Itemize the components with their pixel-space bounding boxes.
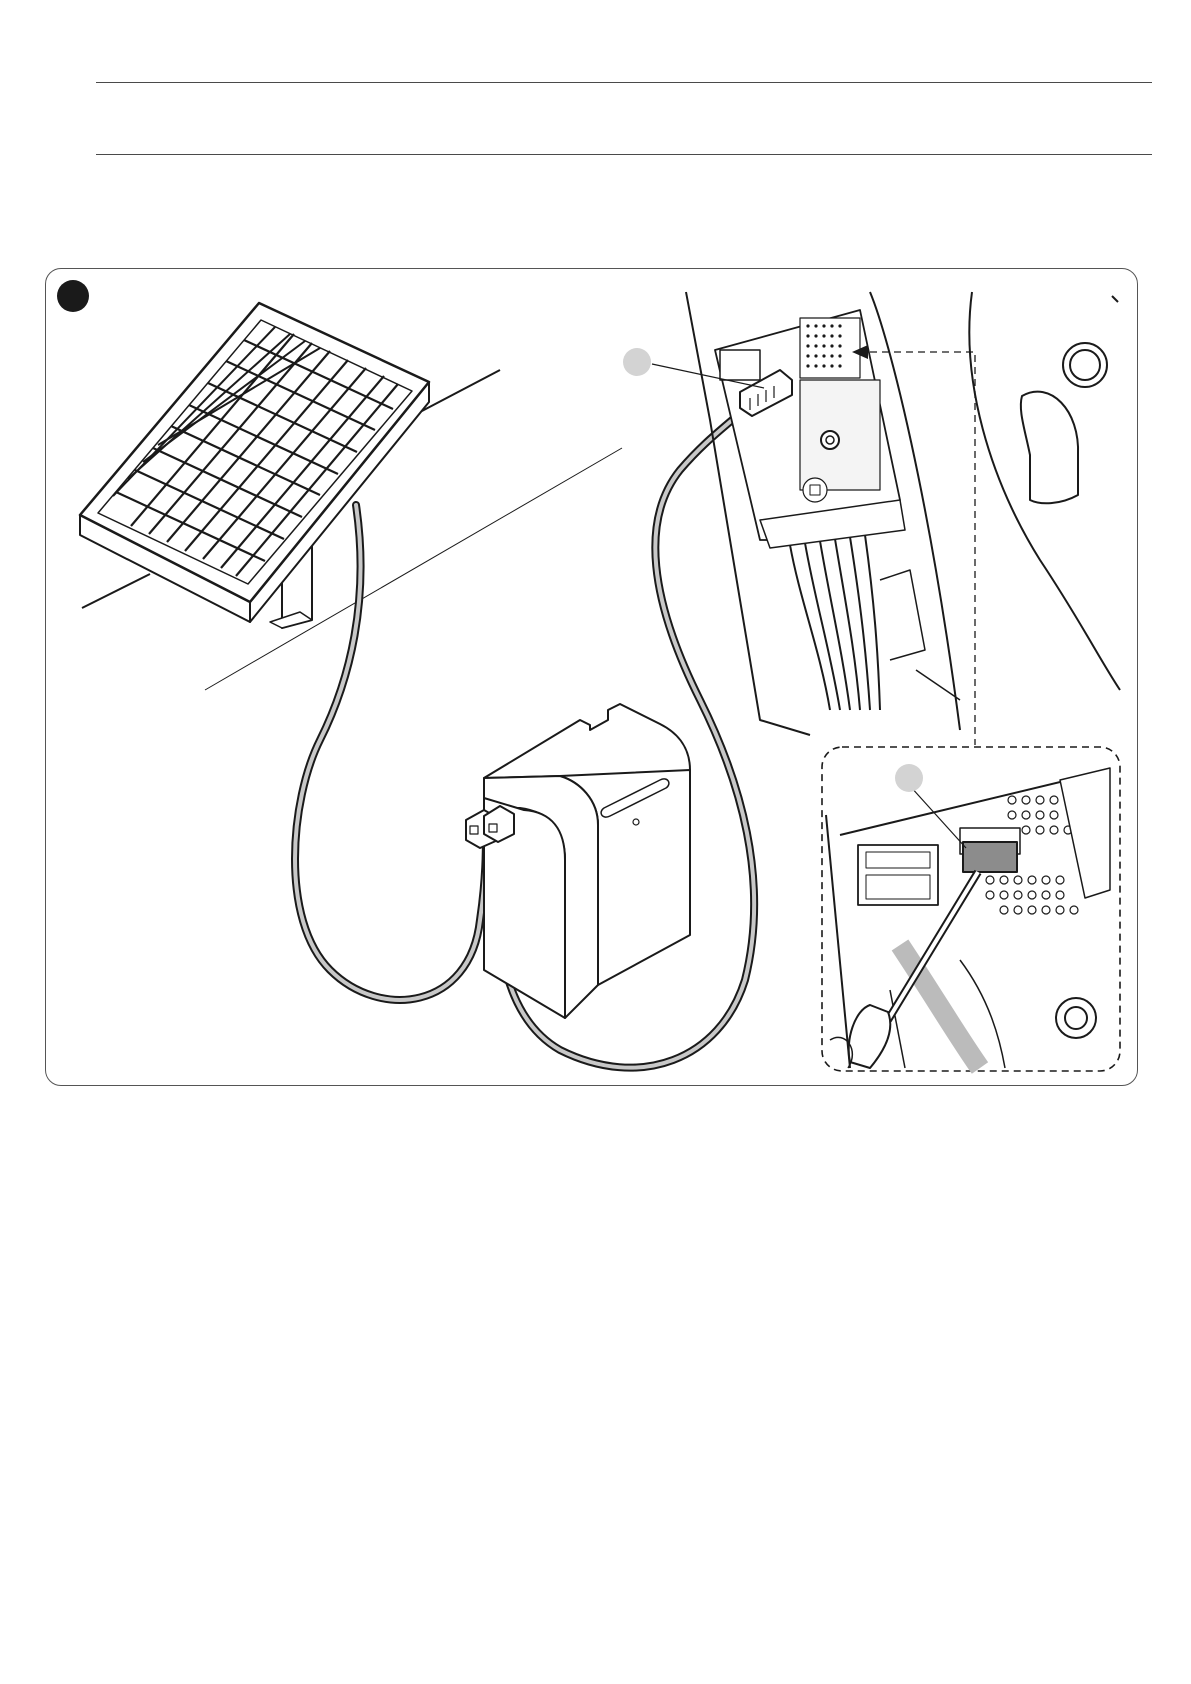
- callout-marker-inset: [895, 764, 923, 792]
- solar-panel: [80, 303, 429, 628]
- connector-highlight: [963, 842, 1017, 872]
- detail-inset: [822, 747, 1120, 1071]
- terminal-wires: [790, 535, 880, 710]
- callout-marker-connector: [623, 348, 651, 376]
- control-unit: [652, 292, 1120, 735]
- detail-link: [870, 352, 975, 745]
- battery-box: [466, 704, 690, 1018]
